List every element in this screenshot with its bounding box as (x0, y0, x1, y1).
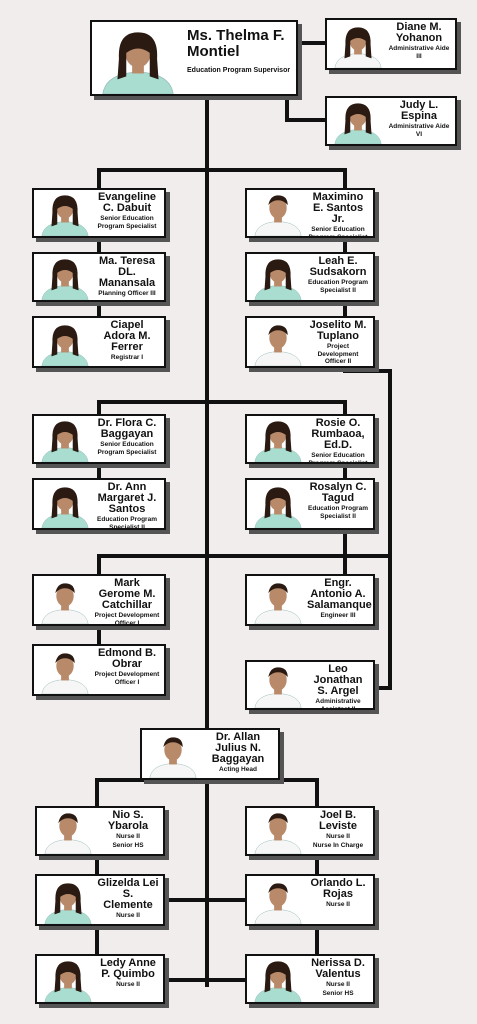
person-name: Engr. Antonio A. Salamanque (307, 577, 372, 611)
person-role: Nurse II (116, 912, 140, 919)
person-name: Rosie O. Rumbaoa, Ed.D. (311, 417, 365, 451)
photo-avatar (249, 480, 307, 528)
photo-avatar (249, 318, 307, 366)
photo-avatar (36, 646, 94, 694)
person-name: Maximino E. Santos Jr. (312, 191, 364, 225)
photo-avatar (329, 20, 387, 68)
person-name: Joel B. Leviste (319, 809, 357, 832)
photo-avatar (249, 576, 307, 624)
person-role: Administrative Assistnat II (315, 698, 361, 710)
person-role: Project Development Officer I (94, 671, 160, 686)
photo-avatar (249, 416, 307, 462)
person-name: Evangeline C. Dabuit (97, 191, 157, 214)
person-name: Dr. Allan Julius N. Baggayan (211, 731, 265, 765)
person-role: Education Program Specialist II (308, 279, 368, 294)
person-role: Acting Head (219, 766, 257, 773)
person-role: Education Program Specialist II (97, 516, 157, 530)
photo-avatar (36, 480, 94, 528)
photo-avatar (329, 98, 387, 144)
person-role: Registrar I (110, 354, 144, 361)
person-role: Administrative Aide III (388, 45, 450, 60)
photo-avatar (36, 254, 94, 300)
supervisor-card: Ms. Thelma F. Montiel Education Program … (90, 20, 298, 96)
supervisor-name: Ms. Thelma F. Montiel (187, 27, 285, 60)
person-name: Ma. Teresa DL. Manansala (98, 255, 156, 289)
photo-avatar (36, 318, 94, 366)
person-role: Senior Education Program Specialist (97, 215, 157, 230)
photo-avatar (39, 876, 97, 924)
supervisor-role: Education Program Supervisor (187, 67, 291, 74)
person-role-secondary: Senior HS (112, 841, 144, 849)
person-name: Judy L. Espina (399, 99, 439, 122)
photo-avatar (39, 808, 97, 854)
photo-avatar (36, 576, 94, 624)
person-name: Nerissa D. Valentus (311, 957, 365, 980)
person-name: Dr. Ann Margaret J. Santos (97, 481, 157, 515)
photo-avatar (39, 956, 97, 1002)
person-role: Senior Education Program Specialist (308, 452, 368, 464)
person-role: Nurse II (326, 833, 350, 840)
photo-avatar (249, 662, 307, 708)
person-role: Planning Officer III (98, 290, 156, 297)
photo-avatar (249, 876, 307, 924)
person-role: Senior Education Program Specialist (308, 226, 368, 238)
person-role: Project Development Officer II (317, 343, 359, 365)
photo-avatar (36, 190, 94, 236)
staff-card: Rosie O. Rumbaoa, Ed.D.Senior Education … (245, 414, 375, 464)
person-role: Education Program Specialist II (308, 505, 368, 520)
photo-avatar (249, 254, 307, 300)
photo-avatar (36, 416, 94, 462)
person-name: Ledy Anne P. Quimbo (100, 957, 156, 980)
person-role: Administrative Aide VI (388, 123, 450, 138)
person-name: Mark Gerome M. Catchillar (98, 577, 156, 611)
person-name: Dr. Flora C. Baggayan (97, 417, 157, 440)
person-role: Project Development Officer I (94, 612, 160, 626)
person-name: Ciapel Adora M. Ferrer (103, 319, 151, 353)
photo-avatar (144, 730, 202, 778)
person-name: Glizelda Lei S. Clemente (97, 877, 159, 911)
person-name: Edmond B. Obrar (97, 647, 157, 670)
person-name: Orlando L. Rojas (310, 877, 366, 900)
person-name: Joselito M. Tuplano (309, 319, 367, 342)
person-role-secondary: Senior HS (322, 989, 354, 997)
person-name: Diane M. Yohanon (395, 21, 443, 44)
person-name: Nio S. Ybarola (107, 809, 149, 832)
photo-avatar (94, 22, 182, 94)
person-role: Engineer III (320, 612, 356, 619)
photo-avatar (249, 808, 307, 854)
person-role: Nurse II (326, 981, 350, 988)
photo-avatar (249, 190, 307, 236)
staff-card: Maximino E. Santos Jr.Senior Education P… (245, 188, 375, 238)
person-name: Leah E. Sudsakorn (309, 255, 367, 278)
person-role-secondary: Nurse In Charge (312, 841, 364, 849)
person-name: Leo Jonathan S. Argel (313, 663, 363, 697)
photo-avatar (249, 956, 307, 1002)
person-role: Nurse II (116, 981, 140, 988)
person-role: Nurse II (326, 901, 350, 908)
person-role: Nurse II (116, 833, 140, 840)
person-role: Senior Education Program Specialist (97, 441, 157, 456)
person-name: Rosalyn C. Tagud (309, 481, 367, 504)
